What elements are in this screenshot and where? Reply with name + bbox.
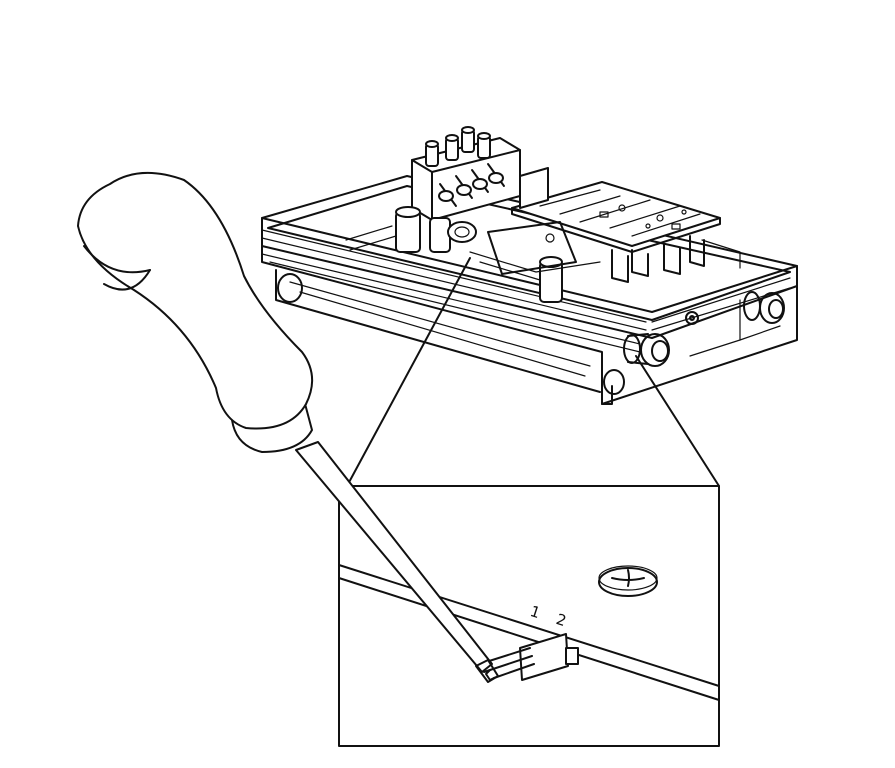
circuit-board <box>511 181 741 283</box>
internal-components <box>345 206 601 303</box>
pin-header-connector <box>479 633 579 681</box>
callout-leader-lines <box>346 257 720 487</box>
device-ports <box>623 291 785 367</box>
detail-view: 1 2 <box>338 485 720 747</box>
terminal-block <box>411 126 549 221</box>
screw-icon <box>598 565 658 597</box>
screwdriver-icon <box>77 171 499 683</box>
device-housing <box>261 175 798 405</box>
